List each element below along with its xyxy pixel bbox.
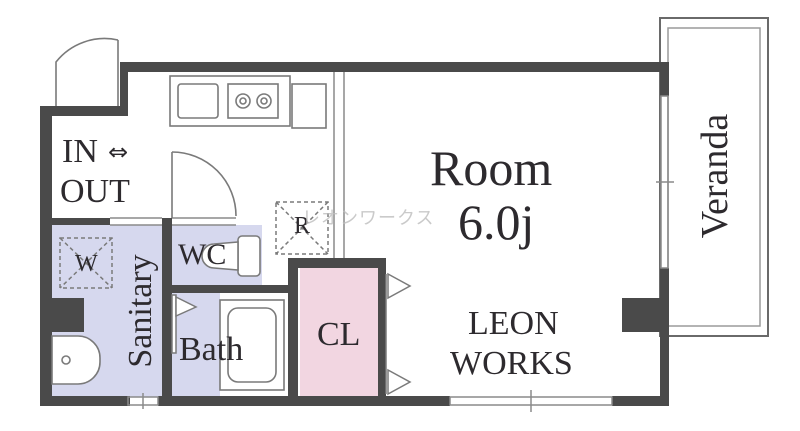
room-label: Room [430, 140, 553, 196]
washer-space [59, 237, 113, 289]
bath-label: Bath [179, 331, 244, 368]
brand-line2: WORKS [450, 345, 573, 382]
toilet-fixture [201, 235, 261, 277]
interior-partitions [110, 72, 345, 258]
wc-label: WC [178, 238, 227, 271]
entrance-out-label: OUT [60, 173, 130, 210]
veranda-label: Veranda [694, 113, 736, 239]
closet-label: CL [317, 316, 361, 353]
kitchen-counter [169, 75, 327, 129]
brand-line1: LEON [468, 305, 559, 342]
bathtub [219, 299, 285, 391]
washbasin [51, 335, 101, 385]
watermark: レオンワークス [302, 208, 435, 229]
refrigerator-space [275, 201, 329, 255]
outer-walls [40, 62, 669, 406]
closet-floor [300, 268, 378, 396]
closet-doors [385, 272, 412, 396]
bath-door-marker [171, 294, 198, 354]
entrance-arrow-icon: ⇔ [108, 138, 129, 166]
refrigerator-label: R [294, 213, 311, 239]
washer-label: W [75, 251, 98, 277]
entrance-door [55, 37, 119, 109]
sanitary-label: Sanitary [122, 254, 159, 368]
room-size: 6.0j [458, 194, 535, 250]
entrance-in-label: IN [62, 133, 98, 170]
interior-walls [52, 218, 386, 398]
wc-door [171, 151, 237, 218]
windows [127, 95, 674, 412]
veranda-area [659, 17, 769, 337]
